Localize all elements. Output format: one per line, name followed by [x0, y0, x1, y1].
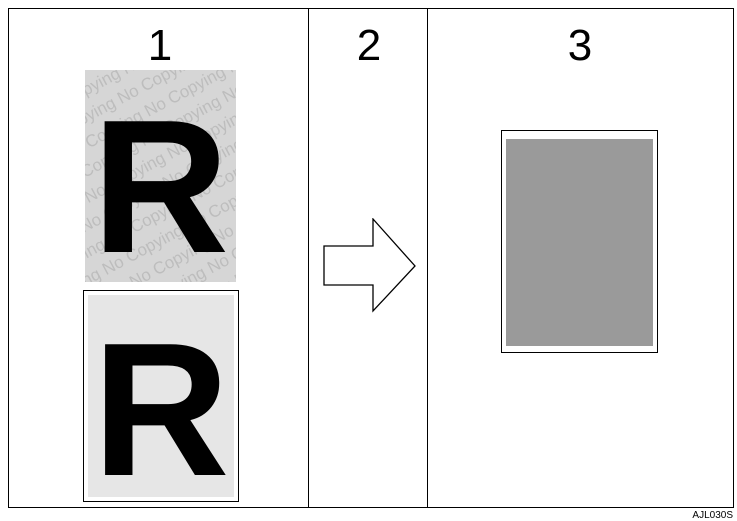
- panel-3-number: 3: [567, 21, 593, 70]
- figure-code: AJL030S: [692, 510, 733, 521]
- diagram-frame: [8, 8, 734, 508]
- right-arrow-outline-icon: [323, 218, 416, 313]
- result-copy-document: [501, 130, 658, 353]
- panel-2-number: 2: [356, 21, 382, 70]
- letter-r: R: [91, 81, 230, 282]
- panel-1-number: 1: [147, 21, 173, 70]
- panel-divider-2: [427, 8, 428, 508]
- gray-filled-area: [506, 139, 653, 346]
- original-with-pattern-document: Copying No Copying No Copying No Copying…: [85, 70, 236, 282]
- panel-divider-1: [308, 8, 309, 508]
- letter-r: R: [92, 304, 230, 516]
- document-background: R: [88, 295, 234, 505]
- original-plain-document: R: [83, 290, 239, 505]
